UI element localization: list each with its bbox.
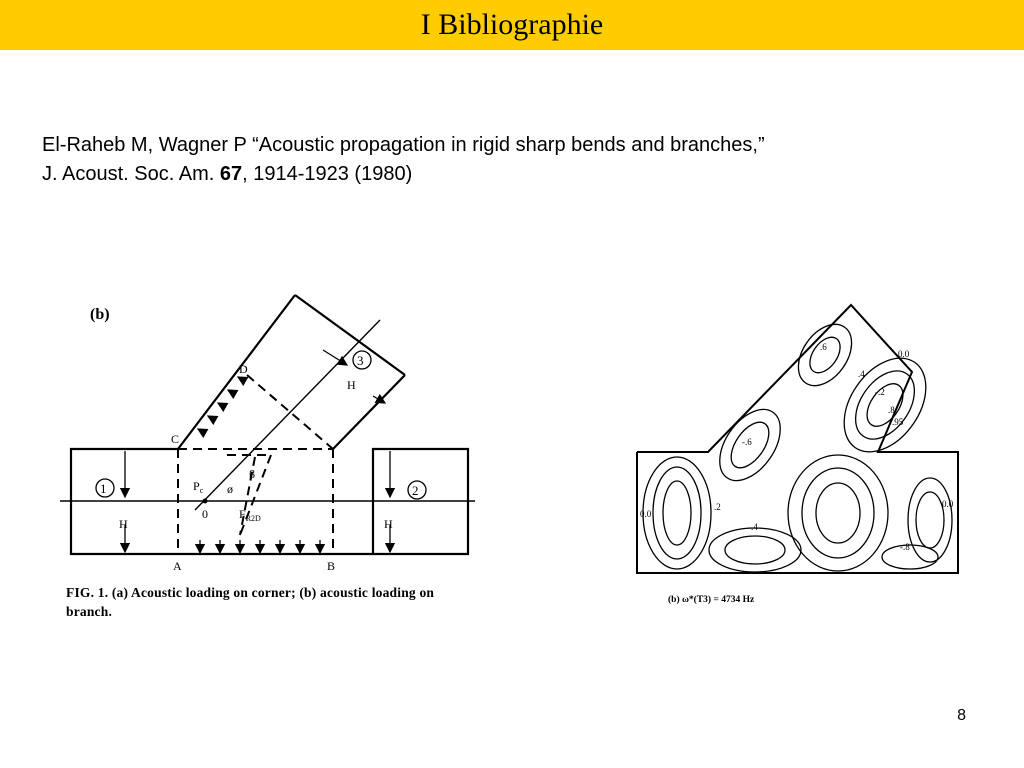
citation-journal: J. Acoust. Soc. Am.	[42, 163, 220, 185]
contour-label: .4	[858, 369, 865, 379]
branch-3-label: 3	[357, 353, 364, 368]
citation-line-2: J. Acoust. Soc. Am. 67, 1914-1923 (1980)	[42, 160, 992, 189]
contour-label: 0.0	[942, 499, 954, 509]
height-label-branch: H	[347, 378, 356, 392]
height-label-left: H	[119, 517, 128, 531]
force-label: FR2D	[239, 507, 261, 523]
origin-label: 0	[202, 507, 208, 521]
duct-outline	[69, 294, 470, 556]
contour-label: 0.0	[898, 349, 910, 359]
slide-number: 8	[957, 707, 966, 724]
citation-volume: 67	[219, 163, 243, 185]
citation: El-Raheb M, Wagner P “Acoustic propagati…	[42, 131, 992, 189]
branch-1-label: 1	[100, 481, 107, 496]
contour-label: .6	[820, 342, 827, 352]
branch-2-label: 2	[412, 483, 419, 498]
height-label-right: H	[384, 517, 393, 531]
contour-label: -.2	[875, 387, 885, 397]
branch-circles	[95, 350, 427, 500]
caption-line-1: FIG. 1. (a) Acoustic loading on corner; …	[66, 585, 435, 600]
angle-phi-label: ø	[227, 482, 233, 496]
slide-title: I Bibliographie	[420, 8, 604, 41]
contour-caption: (b) ω*(T3) = 4734 Hz	[668, 595, 755, 605]
title-bar: I Bibliographie	[0, 0, 1024, 50]
dashed-lines	[177, 374, 334, 554]
point-d-label: D	[239, 362, 248, 376]
contour-label: 0.0	[640, 509, 652, 519]
contour-label: .8	[888, 405, 895, 415]
contour-label: .2	[714, 502, 721, 512]
bottom-load-arrows	[194, 540, 326, 555]
pressure-center-label: Pc	[193, 479, 204, 495]
contour-label: -.8	[900, 542, 910, 552]
height-dimensions	[119, 349, 396, 554]
point-a-label: A	[173, 559, 182, 573]
origin-point	[202, 498, 208, 504]
contour-label: -.4	[748, 522, 758, 532]
slanted-load-arrows	[196, 376, 249, 439]
contour-label: -.6	[742, 437, 752, 447]
caption-line-2: branch.	[66, 604, 113, 619]
citation-pages-year: , 1914-1923 (1980)	[242, 163, 413, 185]
angle-beta-label: β	[249, 467, 255, 481]
figure-caption: FIG. 1. (a) Acoustic loading on corner; …	[66, 583, 566, 621]
citation-line-1: El-Raheb M, Wagner P “Acoustic propagati…	[42, 134, 765, 156]
contour-outline	[636, 303, 959, 574]
panel-label: (b)	[90, 306, 110, 323]
center-lines	[60, 319, 475, 511]
contour-plot: 0.0 .4 -.2 .6 .8 .95 -.6 -.4 .2 -.8 0.0 …	[630, 295, 970, 585]
point-c-label: C	[171, 432, 179, 446]
contour-lines	[642, 323, 953, 573]
contour-label: .95	[892, 417, 904, 427]
branch-diagram: (b)	[55, 285, 555, 585]
point-b-label: B	[327, 559, 335, 573]
